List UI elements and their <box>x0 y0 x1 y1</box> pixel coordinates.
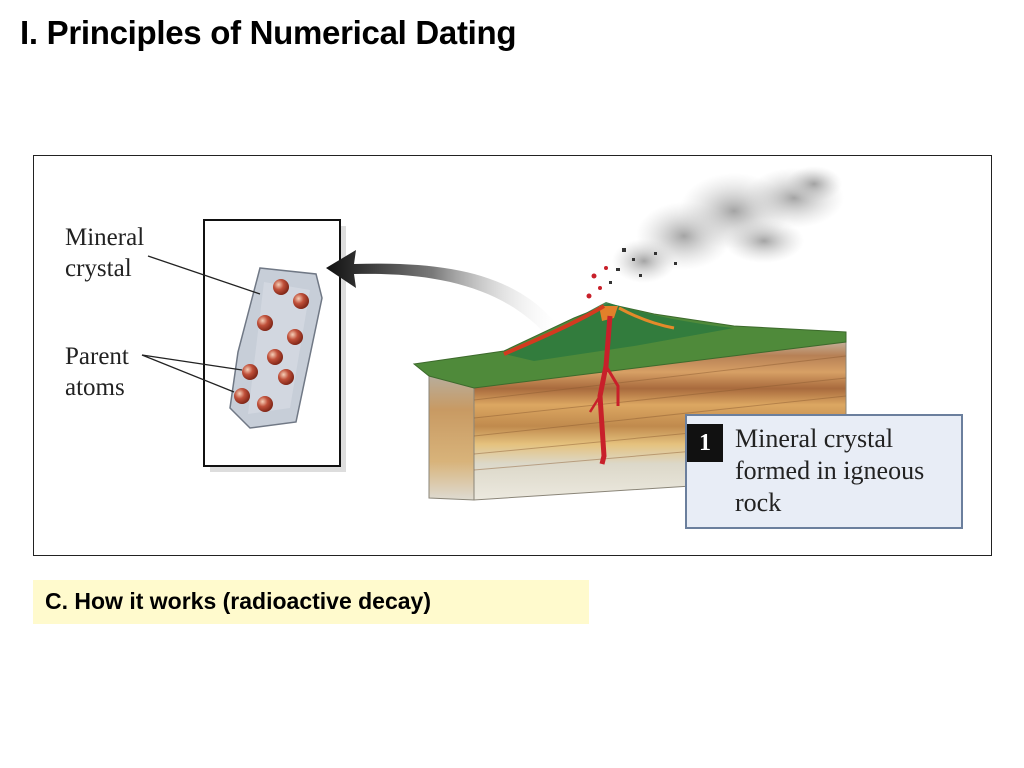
step-caption-text: Mineral crystal formed in igneous rock <box>735 424 925 517</box>
slide-title: I. Principles of Numerical Dating <box>20 14 517 51</box>
parent-atoms <box>234 279 309 412</box>
volcano-illustration <box>141 166 847 501</box>
figure-frame: Mineral crystal Parent atoms 1 Mineral c… <box>33 155 992 556</box>
leader-lines <box>141 255 261 393</box>
section-heading: C. How it works (radioactive decay) <box>45 588 432 614</box>
magnify-arrow <box>326 250 564 338</box>
parent-atoms-label: Parent atoms <box>65 343 129 401</box>
section-highlight: C. How it works (radioactive decay) <box>33 580 589 624</box>
step-caption-box: 1 Mineral crystal formed in igneous rock <box>685 414 963 529</box>
step-number-badge: 1 <box>687 424 723 462</box>
smoke-plume <box>609 166 844 284</box>
mineral-crystal-label: Mineral crystal <box>65 224 145 282</box>
